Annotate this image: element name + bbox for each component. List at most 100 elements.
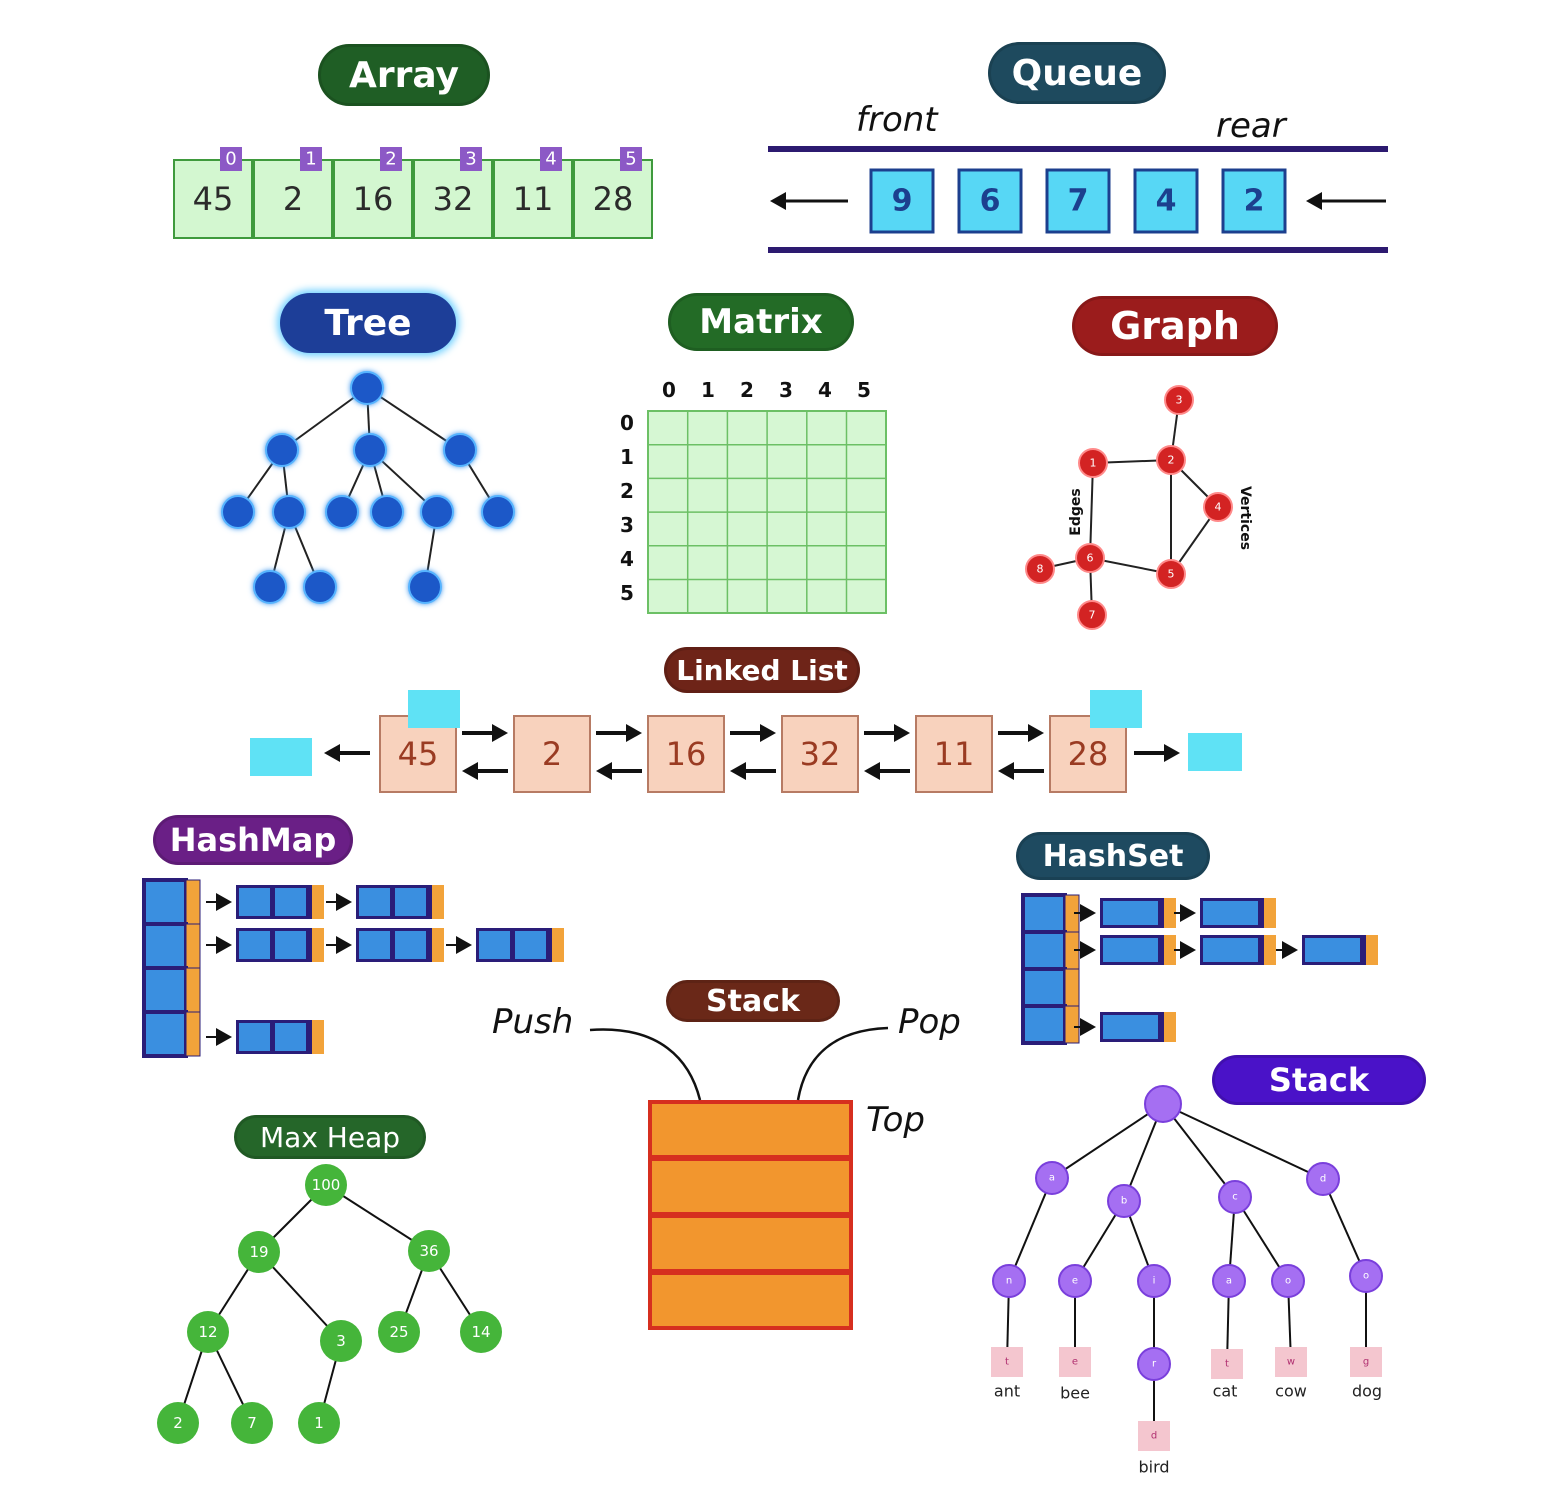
array-title: Array — [318, 44, 490, 106]
hashmap-node-cell — [515, 931, 546, 959]
trie-node — [1107, 1184, 1141, 1218]
array-cell-value: 45 — [193, 180, 234, 218]
array-index-label: 0 — [225, 149, 236, 170]
arrow-head — [462, 762, 478, 780]
tree-node — [253, 570, 287, 604]
trie-edge — [1008, 1177, 1053, 1282]
matrix-row-label: 0 — [620, 411, 634, 435]
array-cell-value: 16 — [353, 180, 394, 218]
linked-list-value: 2 — [542, 735, 562, 773]
queue-cell — [1133, 168, 1199, 234]
matrix-row-label: 4 — [620, 547, 634, 571]
heap-node-value: 19 — [249, 1243, 268, 1261]
matrix-col-label: 4 — [818, 378, 832, 402]
matrix-row-label: 1 — [620, 445, 634, 469]
trie-word: bird — [1138, 1458, 1169, 1477]
trie-node — [1218, 1180, 1252, 1214]
queue-title: Queue — [988, 42, 1166, 104]
graph-node-label: 8 — [1037, 563, 1044, 576]
heap-node — [157, 1402, 199, 1444]
matrix-col-label: 5 — [857, 378, 871, 402]
graph-node-label: 5 — [1168, 568, 1175, 581]
arrow-head — [336, 893, 352, 911]
hashset-title: HashSet — [1016, 832, 1210, 880]
graph-node — [1077, 600, 1107, 630]
hashset-node-pointer — [1164, 1012, 1176, 1042]
trie-node — [1212, 1264, 1246, 1298]
hashmap-bucket-pointer — [185, 923, 201, 969]
arrow-head — [596, 762, 612, 780]
heap-node-value: 1 — [314, 1414, 324, 1432]
trie-node-letter: n — [1006, 1276, 1012, 1287]
array-cell-value: 32 — [433, 180, 474, 218]
arrow-head — [730, 762, 746, 780]
hashset-node-cell — [1203, 938, 1258, 962]
trie-edge — [1322, 1178, 1367, 1277]
graph-node-label: 3 — [1176, 394, 1183, 407]
graph-title: Graph — [1072, 296, 1278, 356]
trie-leaf-letter: d — [1151, 1431, 1157, 1442]
linked-list-value: 32 — [800, 735, 841, 773]
graph-edges-label: Edges — [1068, 488, 1084, 535]
array-cell — [333, 159, 413, 239]
heap-node-value: 12 — [198, 1323, 217, 1341]
arrow-head — [1282, 941, 1298, 959]
trie-edge — [1051, 1103, 1164, 1179]
hashmap-node-cell — [479, 931, 510, 959]
graph-node — [1078, 448, 1108, 478]
array-index-box — [380, 147, 402, 171]
queue-rear-label: rear — [1216, 106, 1286, 146]
trie-leaf-letter: t — [1225, 1359, 1229, 1370]
trie-leaf-letter: g — [1363, 1357, 1369, 1368]
hashset-node-pointer — [1164, 898, 1176, 928]
trie-leaf — [1059, 1347, 1091, 1377]
matrix-col-label: 0 — [662, 378, 676, 402]
graph-node — [1164, 385, 1194, 415]
tree-title: Tree — [280, 293, 456, 353]
hashset-node-cell — [1103, 1015, 1158, 1039]
hashmap-node-pointer — [312, 1020, 324, 1054]
matrix-col-label: 1 — [701, 378, 715, 402]
trie-node — [1058, 1264, 1092, 1298]
trie-node — [1137, 1347, 1171, 1381]
tree-node — [443, 433, 477, 467]
queue-cell — [957, 168, 1023, 234]
heap-node — [231, 1402, 273, 1444]
hashmap-node-pointer — [432, 885, 444, 919]
linked-list-node — [781, 715, 859, 793]
hashset-node-pointer — [1264, 898, 1276, 928]
array-cell — [173, 159, 253, 239]
hashmap-node-cell — [395, 931, 426, 959]
trie-leaf — [1211, 1349, 1243, 1379]
arrow-head — [1180, 941, 1196, 959]
array-index-box — [300, 147, 322, 171]
heap-node-value: 7 — [247, 1414, 257, 1432]
linked-list-null-head — [250, 738, 312, 776]
stack-item — [648, 1157, 853, 1216]
hashset-node-cell — [1305, 938, 1360, 962]
graph-edge — [1089, 462, 1094, 559]
arrow-head — [1306, 192, 1322, 210]
hashset-node-pointer — [1366, 935, 1378, 965]
trie-word: bee — [1060, 1384, 1090, 1403]
arrow-head — [216, 936, 232, 954]
hashmap-node-cell — [275, 1023, 306, 1051]
stack-title: Stack — [666, 980, 840, 1022]
graph-vertices-label: Vertices — [1237, 486, 1253, 550]
hashmap-node-cell — [359, 888, 390, 916]
hashset-node-cell — [1103, 938, 1158, 962]
trie-leaf-letter: e — [1072, 1357, 1078, 1368]
trie-node-letter: a — [1049, 1173, 1055, 1184]
linked-list-pointer-box — [1090, 690, 1142, 728]
queue-cell — [1045, 168, 1111, 234]
hashmap-bucket-pointer — [185, 1011, 201, 1057]
trie-node-letter: c — [1232, 1192, 1238, 1203]
tree-node — [350, 371, 384, 405]
hashmap-node-cell — [275, 931, 306, 959]
heap-node-value: 25 — [389, 1323, 408, 1341]
trie-node — [1349, 1259, 1383, 1293]
heap-node — [298, 1402, 340, 1444]
hashmap-node-cell — [239, 888, 270, 916]
trie-node-letter: a — [1226, 1276, 1232, 1287]
